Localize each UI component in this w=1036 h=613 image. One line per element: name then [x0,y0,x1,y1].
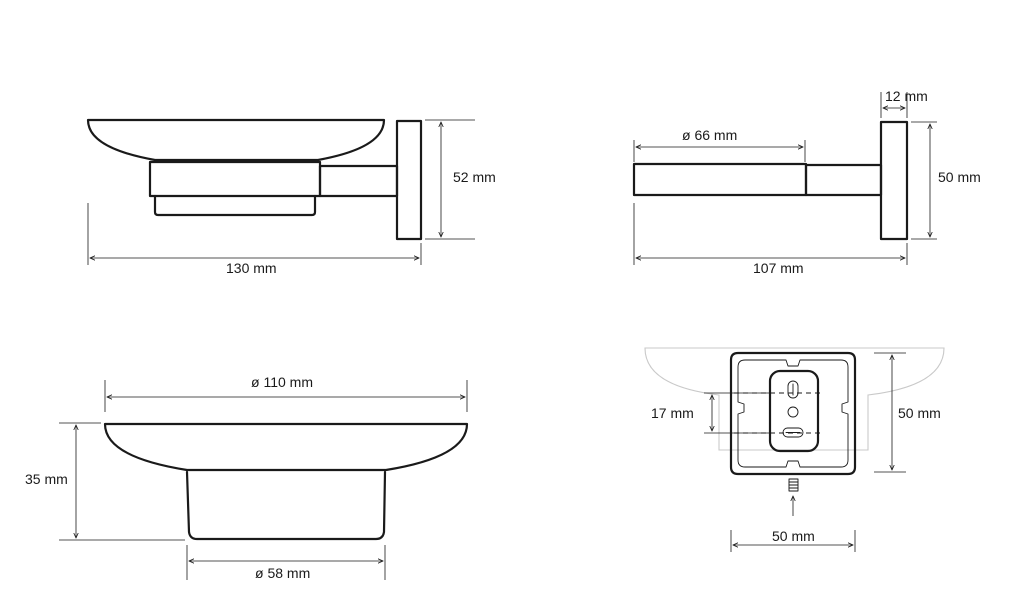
mounting-plate-inner [737,359,849,468]
center-hole [787,406,799,418]
rod-diameter-label: ø 66 mm [682,127,737,143]
hole-spacing-label: 17 mm [651,405,694,421]
plate-width-label: 50 mm [772,528,815,544]
soap-dish-outline [103,422,469,472]
dish-holder-ring [148,160,322,198]
holder-ring-profile [632,162,808,197]
holder-arm [804,163,883,197]
height-dimension-label: 52 mm [453,169,496,185]
plate-height-label: 50 mm [898,405,941,421]
holder-arm [318,164,399,198]
dish-height-label: 35 mm [25,471,68,487]
holder-view: ø 66 mm 12 mm 50 mm 107 mm [632,88,981,276]
side-view: 52 mm 130 mm [86,118,496,276]
dish-diameter-label: ø 110 mm [251,374,313,390]
screw-icon [788,478,799,492]
upper-slot [787,380,799,399]
dish-view: ø 110 mm 35 mm ø 58 mm [25,374,469,581]
dish-base-outline [185,470,387,541]
depth-dimension-label: 130 mm [226,260,277,276]
dish-base-profile [153,194,317,217]
total-depth-label: 107 mm [753,260,804,276]
mount-view: 17 mm 50 mm 50 mm [644,347,945,552]
flange-height-label: 50 mm [938,169,981,185]
base-diameter-label: ø 58 mm [255,565,310,581]
flange-thickness-label: 12 mm [885,88,928,104]
soap-dish-profile [86,118,386,162]
wall-flange [395,119,423,241]
wall-flange [879,120,909,241]
dish-ghost-outline [644,347,945,451]
mounting-bracket [768,369,820,453]
mounting-plate-outer [729,351,857,476]
